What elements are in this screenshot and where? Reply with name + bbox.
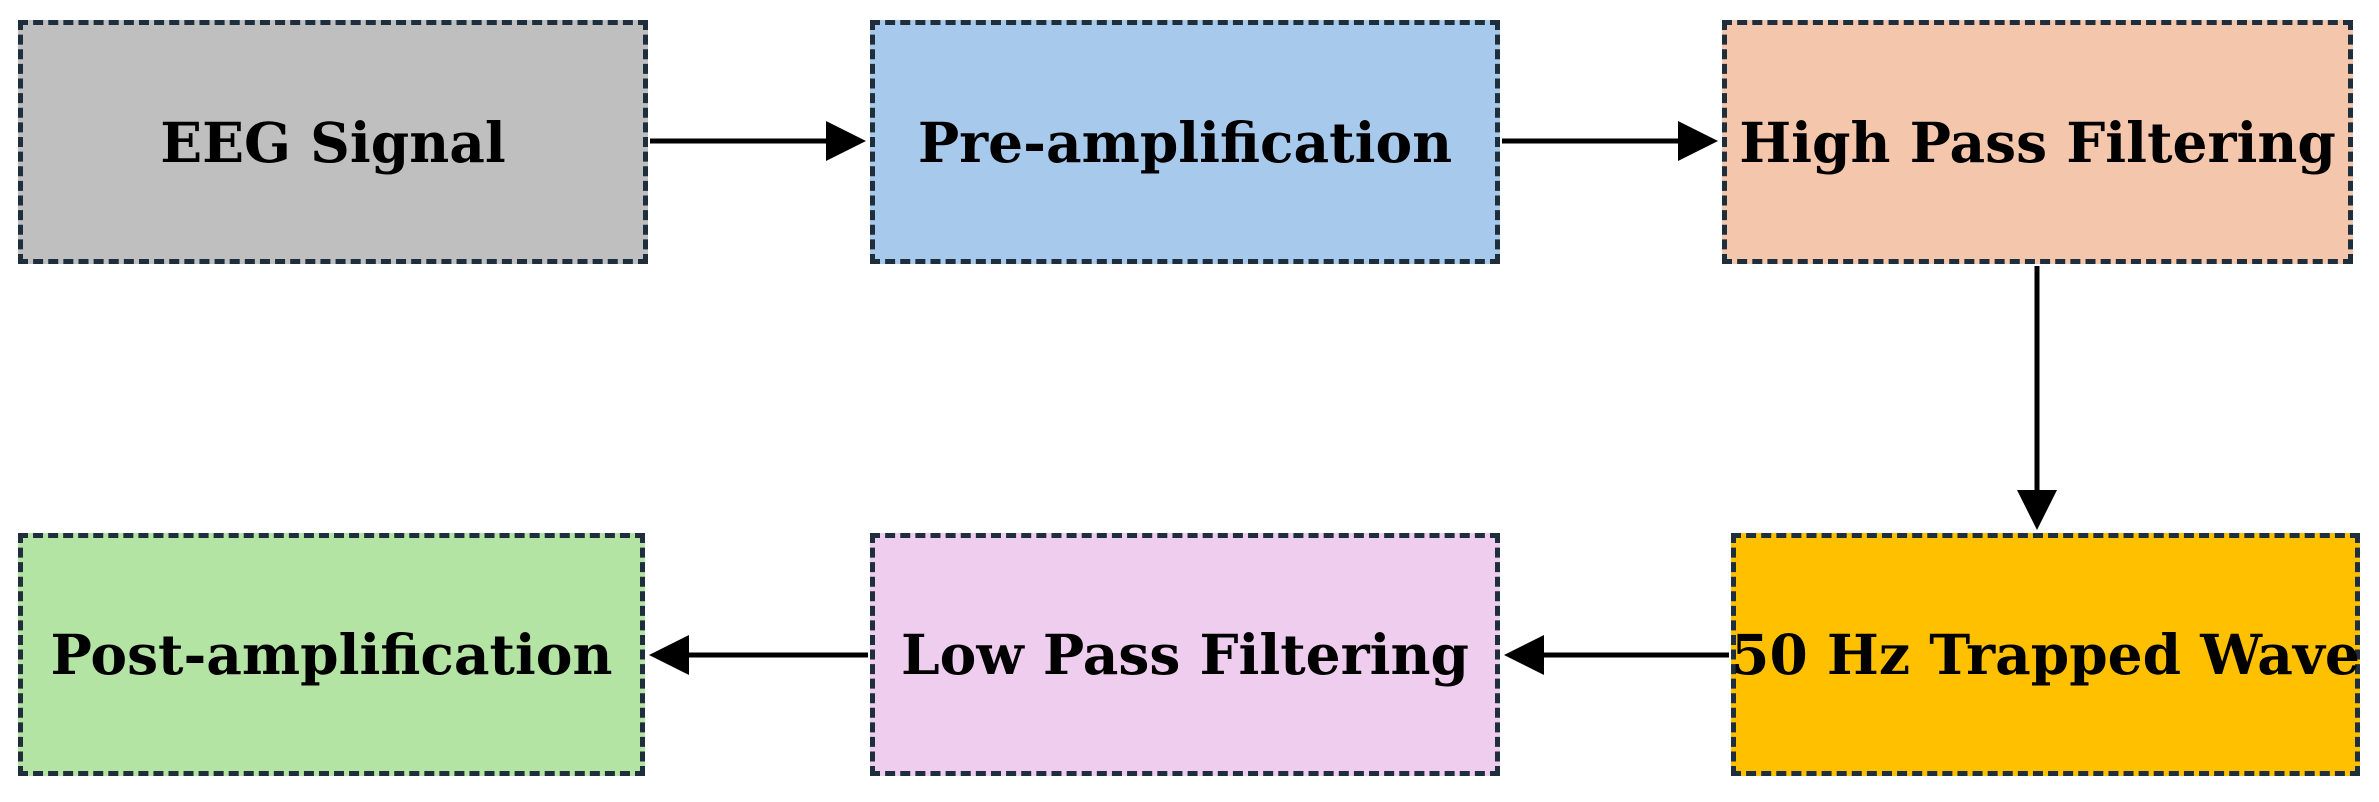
node-low-pass-filtering-label: Low Pass Filtering	[901, 622, 1469, 687]
node-eeg-signal: EEG Signal	[18, 20, 648, 264]
node-high-pass-filtering: High Pass Filtering	[1722, 20, 2353, 264]
node-50hz-trapped-wave-label: 50 Hz Trapped Wave	[1731, 622, 2360, 687]
node-post-amplification: Post-amplification	[18, 533, 645, 776]
node-pre-amplification-label: Pre-amplification	[917, 109, 1453, 175]
node-50hz-trapped-wave: 50 Hz Trapped Wave	[1731, 533, 2360, 776]
node-low-pass-filtering: Low Pass Filtering	[870, 533, 1500, 776]
node-eeg-signal-label: EEG Signal	[160, 109, 506, 175]
node-post-amplification-label: Post-amplification	[50, 622, 613, 687]
node-pre-amplification: Pre-amplification	[870, 20, 1500, 264]
node-high-pass-filtering-label: High Pass Filtering	[1739, 109, 2336, 175]
